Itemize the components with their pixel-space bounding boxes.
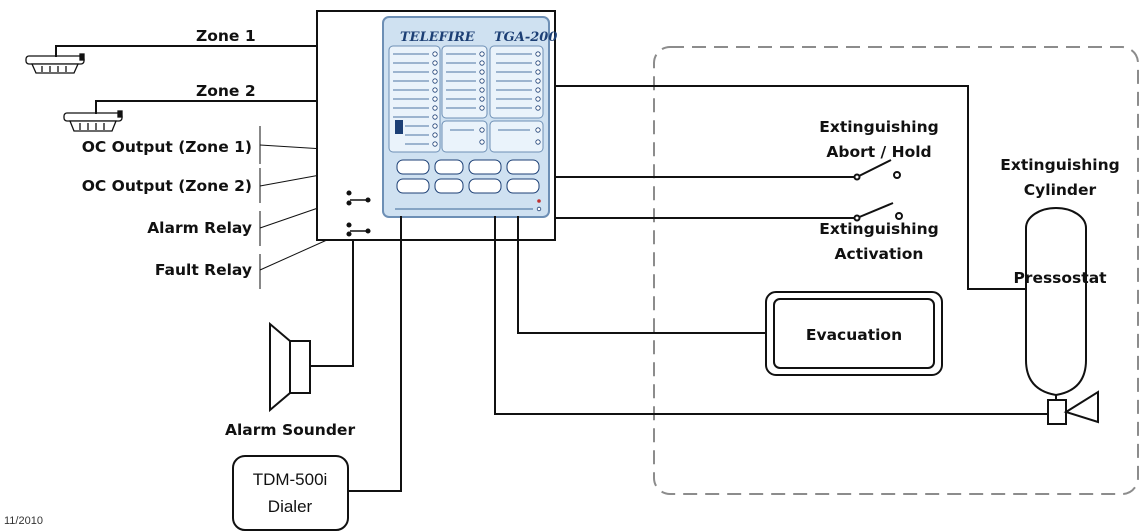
dialer-label-line2: Dialer: [268, 497, 313, 516]
evacuation-wire: [517, 216, 768, 334]
zone1-label: Zone 1: [196, 27, 256, 45]
smoke-detector-zone1-icon: [25, 53, 85, 74]
dialer-box: [232, 455, 349, 531]
evacuation-box-inner: [773, 298, 935, 369]
panel-brand-text: TELEFIRE: [400, 30, 476, 45]
evacuation-label: Evacuation: [806, 326, 902, 344]
abort-label-line2: Abort / Hold: [826, 143, 931, 161]
abort-hold-switch-icon: [853, 159, 901, 181]
abort-label-line1: Extinguishing: [819, 118, 939, 136]
oc-output-zone2-label: OC Output (Zone 2): [82, 177, 252, 195]
zone2-wire: [95, 100, 318, 114]
zone2-label: Zone 2: [196, 82, 256, 100]
solenoid-wire: [494, 216, 1048, 415]
cylinder-label-line2: Cylinder: [1024, 181, 1097, 199]
dialer-label-line1: TDM-500i: [253, 470, 328, 489]
zone1-wire: [55, 45, 318, 57]
pressostat-label: Pressostat: [1013, 269, 1107, 287]
pressostat-wire: [555, 85, 1046, 290]
panel-model-text: TGA-200: [494, 30, 557, 45]
alarm-relay-label: Alarm Relay: [147, 219, 252, 237]
evacuation-box-outer: [765, 291, 943, 376]
activation-label-line1: Extinguishing: [819, 220, 939, 238]
activation-switch-icon: [853, 202, 903, 222]
extinguishing-area-boundary: [653, 46, 1139, 495]
alarm-relay-contact-icon: [346, 190, 371, 206]
smoke-detector-zone2-icon: [63, 110, 123, 132]
fault-relay-label: Fault Relay: [155, 261, 252, 279]
cylinder-label-line1: Extinguishing: [1000, 156, 1120, 174]
date-stamp: 11/2010: [4, 515, 43, 527]
sounder-wire: [311, 240, 354, 367]
dialer-wire: [348, 216, 402, 492]
alarm-sounder-label: Alarm Sounder: [225, 421, 355, 439]
control-panel-front: TELEFIRE TGA-200: [382, 16, 557, 218]
activation-label-line2: Activation: [835, 245, 924, 263]
extinguishing-cylinder-icon: [1025, 207, 1099, 425]
fault-relay-contact-icon: [346, 222, 371, 237]
oc-output-zone1-label: OC Output (Zone 1): [82, 138, 252, 156]
alarm-sounder-icon: [269, 321, 311, 413]
